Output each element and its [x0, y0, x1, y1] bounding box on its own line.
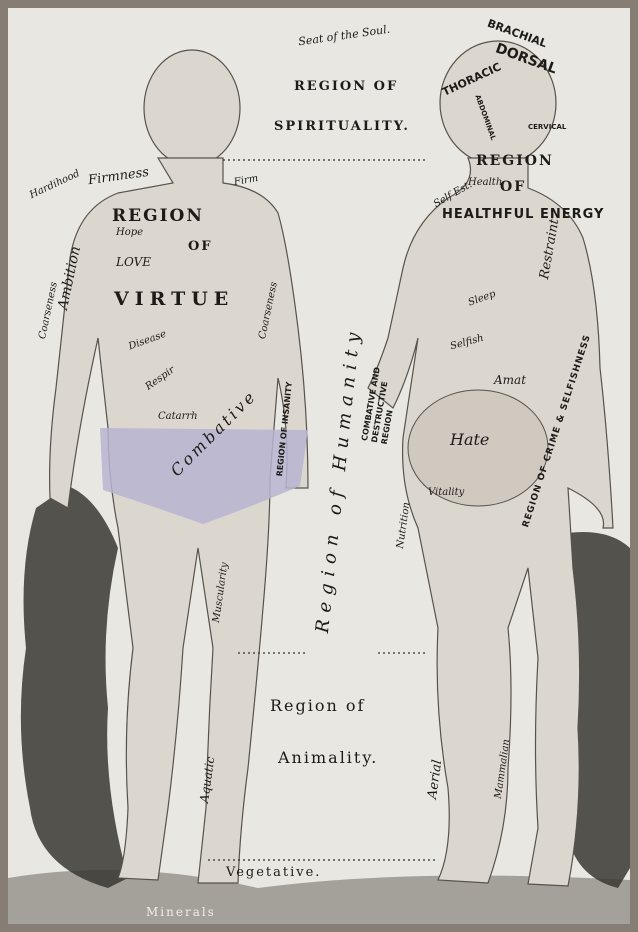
- virtue-label: VIRTUE: [114, 290, 234, 309]
- lithograph-plate: Seat of the Soul. REGION OF SPIRITUALITY…: [8, 8, 630, 924]
- amat-label: Amat: [494, 374, 526, 386]
- love-label: LOVE: [116, 256, 151, 268]
- back-of-label: OF: [500, 180, 526, 194]
- hate-label: Hate: [450, 432, 489, 448]
- front-region-label: REGION: [112, 208, 204, 225]
- hope-label: Hope: [116, 228, 143, 238]
- vitality-label: Vitality: [428, 488, 464, 498]
- front-of-label: OF: [188, 240, 213, 253]
- left-drape: [21, 486, 128, 888]
- healthful-energy-label: HEALTHFUL ENERGY: [442, 208, 604, 221]
- animality-label: Animality.: [278, 750, 378, 766]
- back-region-label: REGION: [476, 154, 554, 168]
- figures-illustration: [8, 8, 630, 924]
- cervical-label: CERVICAL: [528, 124, 566, 131]
- region-of-animality-prefix-label: Region of: [270, 698, 365, 714]
- catarrh-label: Catarrh: [158, 412, 198, 422]
- minerals-label: Minerals: [146, 906, 216, 918]
- vegetative-label: Vegetative.: [226, 866, 321, 879]
- region-of-label: REGION OF: [294, 80, 398, 93]
- spirituality-label: SPIRITUALITY.: [274, 120, 410, 133]
